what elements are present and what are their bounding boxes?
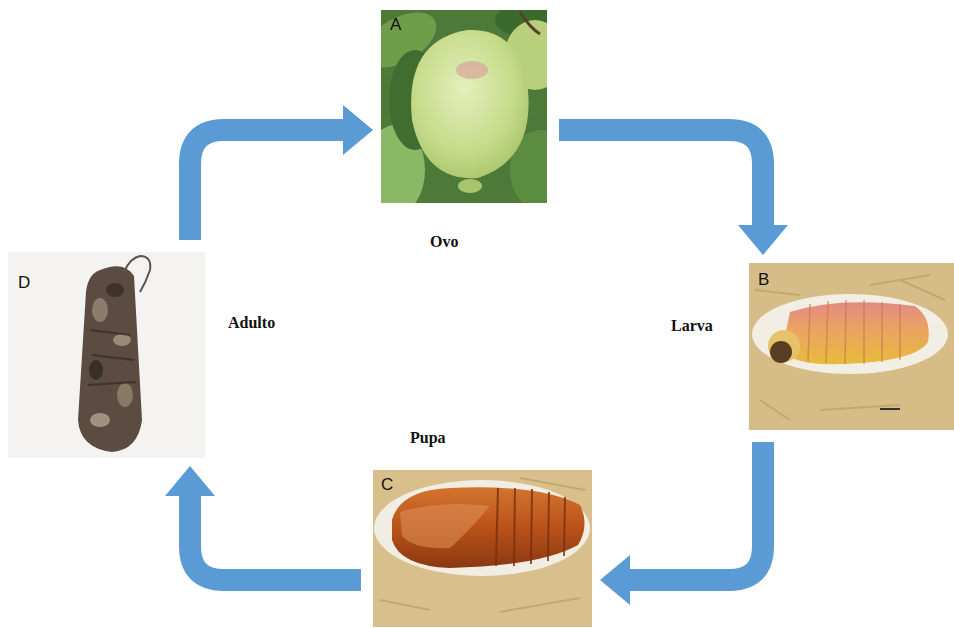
cycle-arrow	[600, 442, 763, 605]
arrow-head	[165, 466, 215, 496]
panel-letter: C	[381, 476, 393, 493]
stage-label: Larva	[671, 318, 713, 334]
pupa-photo	[373, 470, 592, 627]
panel-letter: D	[18, 274, 30, 291]
cycle-arrow	[165, 466, 361, 580]
moth-photo	[8, 252, 205, 458]
arrow-head	[600, 555, 630, 605]
cycle-arrow	[559, 130, 788, 255]
arrow-head	[343, 105, 373, 155]
panel-letter: B	[758, 271, 769, 288]
apple-photo	[381, 10, 547, 203]
cycle-arrow	[190, 105, 373, 240]
arrow-shaft	[559, 130, 763, 227]
photo-panel: DAdulto	[8, 252, 205, 458]
larva-photo	[749, 263, 954, 430]
panel-letter: A	[390, 16, 401, 33]
stage-label: Pupa	[410, 430, 446, 446]
stage-label: Ovo	[430, 234, 458, 250]
stage-label: Adulto	[228, 315, 275, 331]
photo-panel: AOvo	[381, 10, 547, 203]
photo-panel: BLarva	[749, 263, 954, 430]
photo-panel: CPupa	[373, 470, 592, 627]
arrow-shaft	[628, 442, 763, 580]
arrow-head	[738, 225, 788, 255]
arrow-shaft	[190, 494, 361, 580]
arrow-shaft	[190, 130, 345, 240]
